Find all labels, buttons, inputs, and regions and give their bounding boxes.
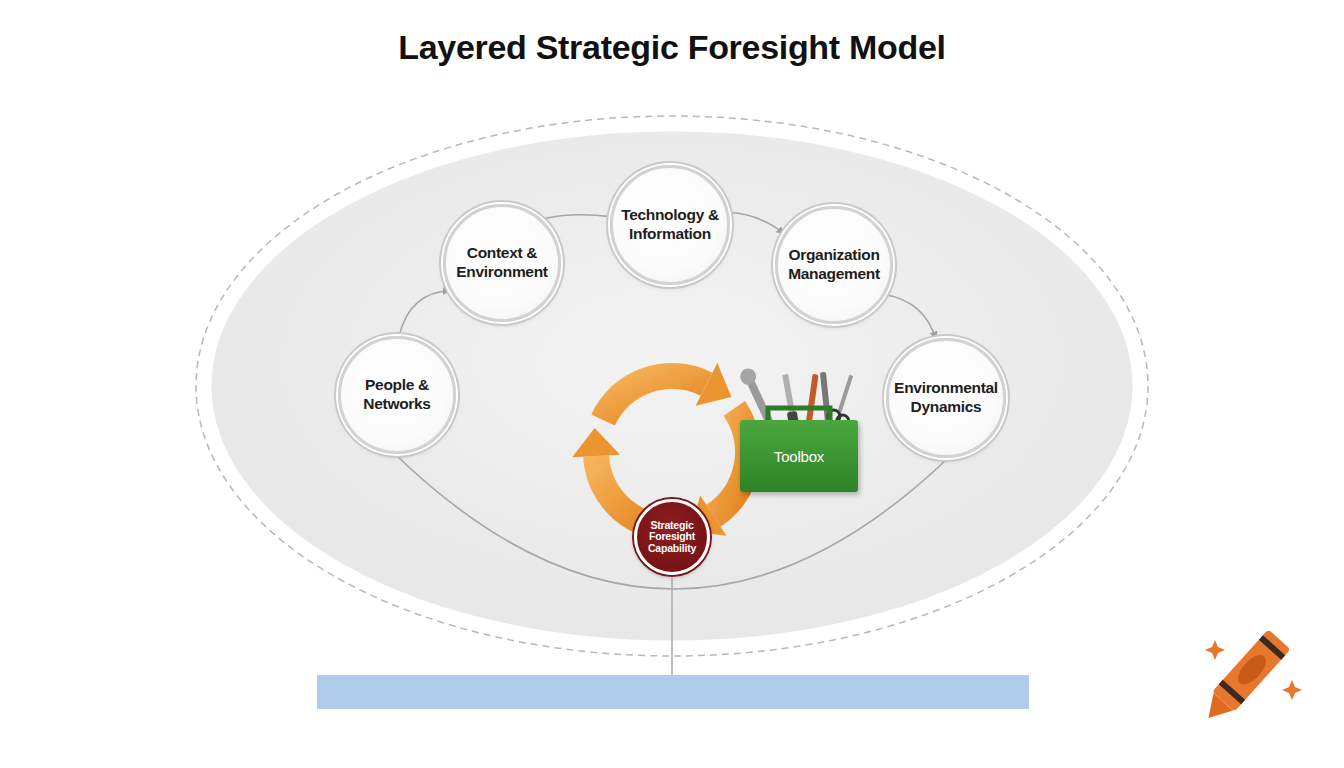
capability-circle: Strategic Foresight Capability <box>634 499 710 575</box>
layer-circle: Organization Management <box>775 206 893 324</box>
crayon-icon <box>1197 629 1290 728</box>
layer-circle: Context & Environment <box>443 204 561 322</box>
node-label: People & Networks <box>345 376 449 414</box>
layer-circle: People & Networks <box>338 336 456 454</box>
outer-dashed-ellipse <box>196 116 1148 656</box>
scissors-blade <box>837 375 853 414</box>
wrench-head <box>738 366 759 387</box>
inner-layer-ellipse <box>210 130 1134 642</box>
diagram-title: Layered Strategic Foresight Model <box>0 28 1344 67</box>
crayon-tip <box>1199 693 1233 727</box>
node-label: Toolbox <box>774 448 824 465</box>
layer-circle: Technology & Information <box>610 165 730 285</box>
sparkle <box>1205 640 1225 660</box>
pen <box>806 374 819 424</box>
flow-connector <box>541 215 610 219</box>
node-label: Technology & Information <box>618 206 722 244</box>
layer-circle: Environmental Dynamics <box>886 338 1006 458</box>
flow-connector <box>395 454 948 589</box>
flow-connector <box>399 291 450 336</box>
node-label: Organization Management <box>782 246 886 284</box>
flow-connector <box>885 295 935 339</box>
cycle-arrowhead <box>696 363 732 406</box>
sparkle <box>1282 680 1302 700</box>
flow-connector <box>729 213 784 234</box>
crayon-label <box>1233 650 1270 689</box>
base-band <box>317 675 1029 709</box>
node-label: Environmental Dynamics <box>894 379 998 417</box>
cycle-arc <box>603 376 706 420</box>
cycle-arrowhead <box>572 428 620 457</box>
connector-stem <box>671 578 673 676</box>
node-label: Context & Environment <box>450 244 554 282</box>
node-label: Strategic Foresight Capability <box>641 520 703 555</box>
toolbox-box: Toolbox <box>740 420 858 492</box>
crayon-body <box>1212 629 1291 711</box>
